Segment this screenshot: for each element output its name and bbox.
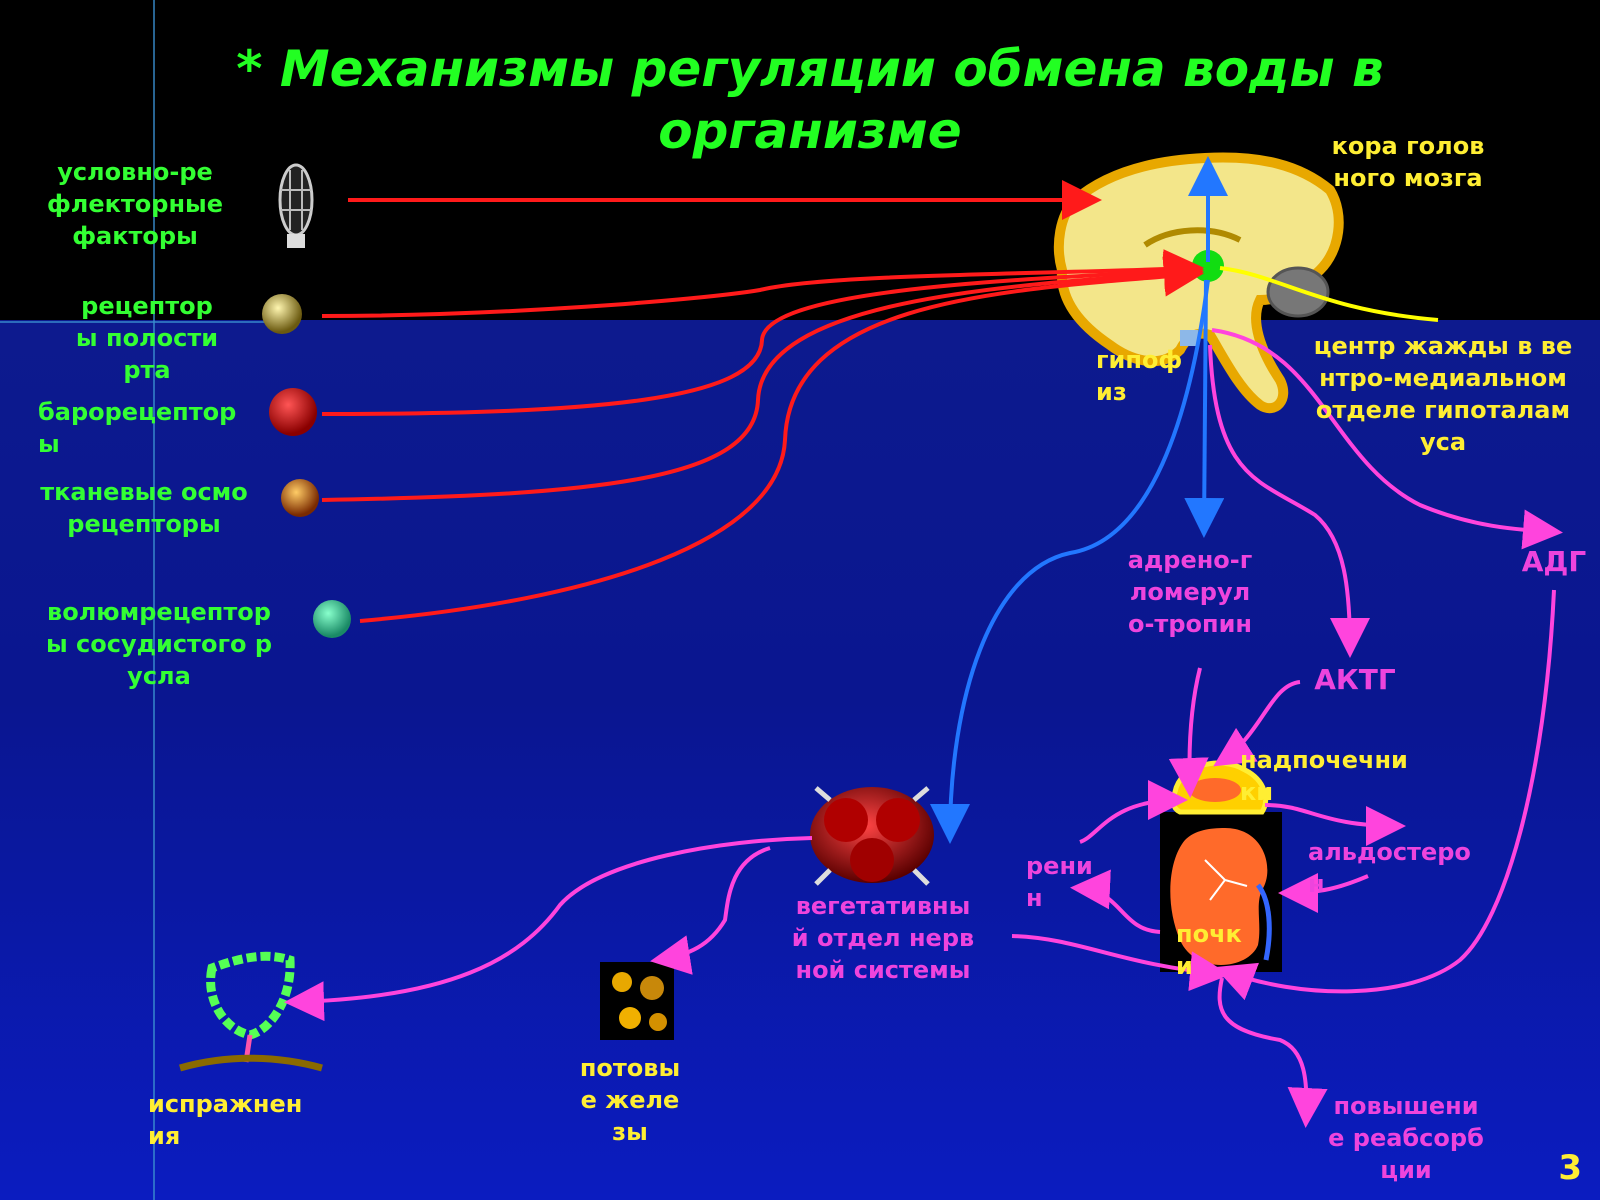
kidney-icon: [1160, 812, 1282, 972]
volumoreceptor-icon: [313, 600, 351, 638]
arrow-osmo-to-hypothalamus: [321, 254, 1204, 502]
arrow-autonomic-to-sweat: [650, 846, 771, 975]
arrow-adrenals-to-aldosterone: [1264, 803, 1406, 846]
arrow-aktg-to-adrenals: [1213, 680, 1301, 767]
label-reabsorption: повышение реабсорбции: [1328, 1092, 1484, 1184]
label-pituitary: гипофиз: [1096, 346, 1183, 406]
arrow-autonomic-to-kidneys: [1011, 934, 1230, 992]
page-number: 3: [1558, 1148, 1582, 1188]
label-aktg: АКТГ: [1314, 663, 1396, 696]
label-cortex: кора головного мозга: [1331, 132, 1485, 192]
arrow-baro-to-hypothalamus: [321, 251, 1204, 416]
label-renin: ренин: [1026, 852, 1093, 912]
arrow-autonomic-to-intestine: [284, 836, 813, 1022]
line-thirst-center: [1219, 266, 1439, 322]
label-kidneys: почки: [1176, 920, 1242, 980]
arrow-kidneys-to-renin: [1070, 869, 1161, 934]
label-sweat-glands: потовые железы: [579, 1054, 681, 1146]
arrow-pituitary-to-aktg: [1208, 344, 1370, 658]
label-volumoreceptors: волюмрецепторы сосудистого русла: [45, 598, 273, 690]
label-aldosterone: альдостерон: [1308, 838, 1471, 898]
label-adg: АДГ: [1521, 545, 1587, 578]
slide-title: * Механизмы регуляции обмена воды в орга…: [236, 40, 1384, 160]
arrow-hypothalamus-to-autonomic: [930, 279, 1210, 844]
lamp-icon: [278, 163, 314, 248]
label-adrenoglomerulotropin: адрено-гломеруло-тропин: [1127, 546, 1253, 638]
label-baroreceptors: барорецепторы: [38, 398, 237, 458]
label-adrenals: надпочечники: [1240, 746, 1408, 806]
label-thirst-center: центр жажды в вентро-медиальном отделе г…: [1313, 332, 1573, 456]
label-conditioned-factors: условно-рефлекторные факторы: [46, 158, 224, 250]
label-oral-receptors: рецепторы полости рта: [75, 292, 219, 384]
sweat-glands-icon: [600, 962, 674, 1040]
autonomic-system-icon: [810, 786, 934, 886]
oral-receptor-icon: [262, 294, 302, 334]
arrow-glomerulotropin-to-adrenals: [1168, 667, 1209, 798]
arrow-adg-to-kidneys: [1214, 589, 1556, 1001]
baroreceptor-icon: [269, 388, 317, 436]
arrow-hypothalamus-down: [1184, 279, 1225, 538]
intestine-icon: [179, 951, 323, 1072]
arrow-pituitary-to-adg: [1211, 328, 1563, 550]
arrow-kidneys-to-reabsorption: [1217, 977, 1328, 1128]
label-defecation: испражнения: [148, 1090, 303, 1150]
arrow-renin-to-adrenals: [1079, 780, 1188, 844]
arrow-volumo-to-hypothalamus: [359, 256, 1204, 623]
osmoreceptor-icon: [281, 479, 319, 517]
arrow-oral-to-hypothalamus: [321, 249, 1204, 318]
arrow-aldosterone-to-kidneys: [1278, 872, 1369, 913]
label-autonomic-system: вегетативный отдел нервной системы: [791, 892, 975, 984]
label-osmoreceptors: тканевые осморецепторы: [40, 478, 248, 538]
